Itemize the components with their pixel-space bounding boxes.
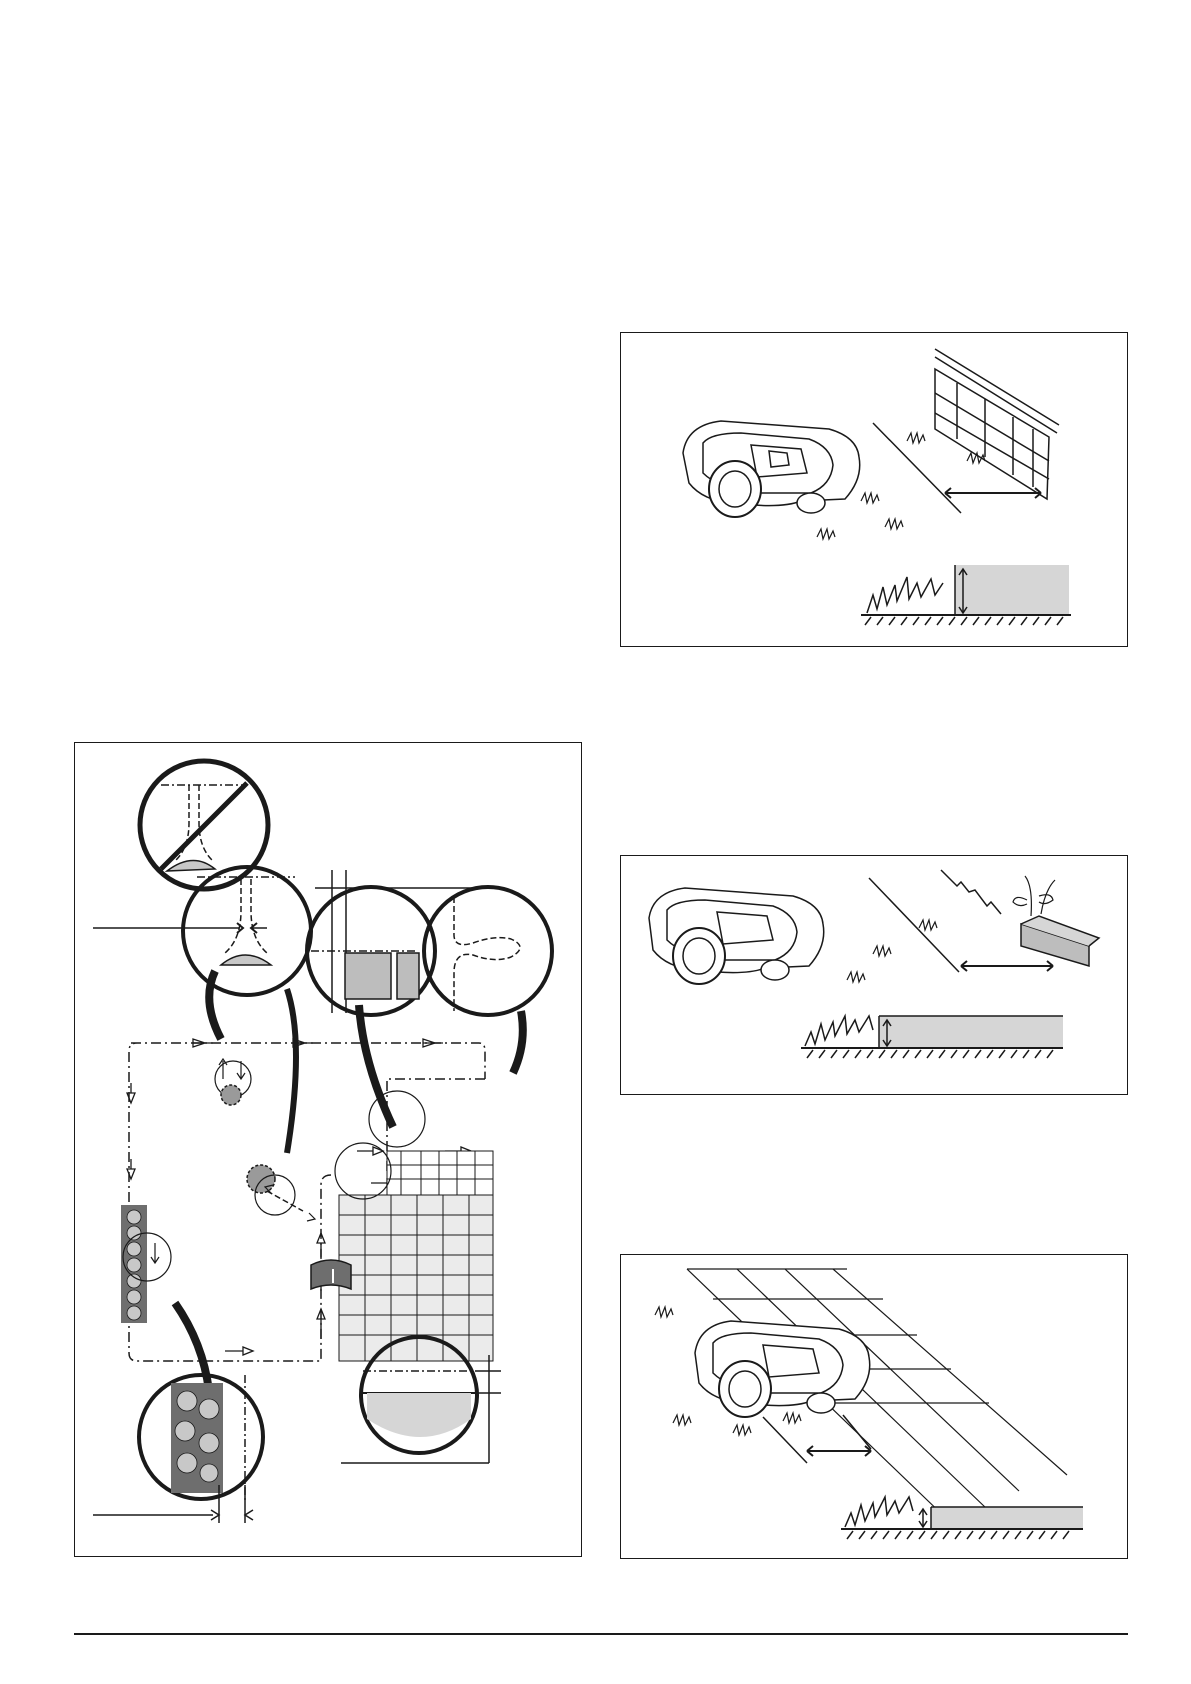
paving-grid (339, 1151, 493, 1361)
figure-boundary-layout (74, 742, 582, 1557)
grass-icon (847, 920, 937, 982)
mower-paving-illustration (621, 1255, 1129, 1560)
wall-icon (873, 349, 1059, 513)
section-height-icon (801, 1016, 1063, 1058)
boundary-layout-illustration (75, 743, 583, 1558)
passage-detail-icon (93, 867, 311, 995)
section-height-icon (841, 1497, 1083, 1539)
loop-detail-icon (424, 887, 552, 1015)
section-height-icon (861, 565, 1071, 625)
figure-wall-obstacle (620, 332, 1128, 647)
robotic-mower-icon (683, 421, 860, 517)
mower-wall-illustration (621, 333, 1129, 648)
mower-flowerbed-illustration (621, 856, 1129, 1096)
figure-flower-bed (620, 855, 1128, 1095)
bush-detail-icon (93, 1375, 263, 1523)
robotic-mower-icon (649, 888, 824, 984)
corner-detail-icon (307, 870, 475, 1015)
footer-rule (74, 1633, 1128, 1635)
figure-paved-path (620, 1254, 1128, 1559)
prohibited-layout-icon (140, 761, 268, 889)
